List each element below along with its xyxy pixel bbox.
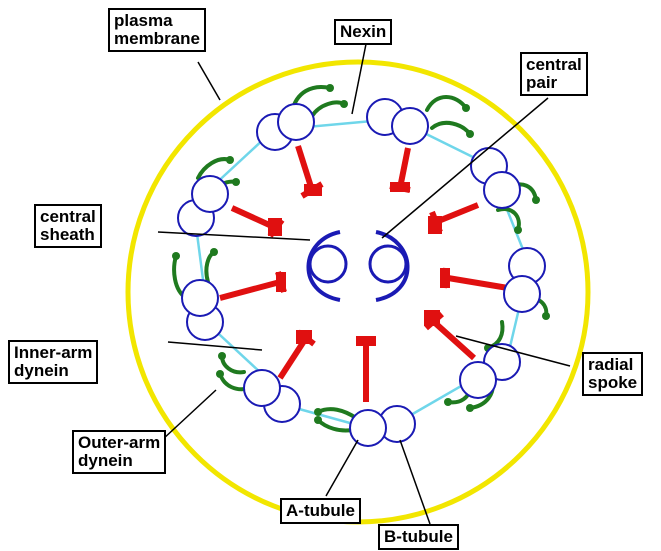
label-radial-spoke: radial spoke <box>582 352 643 396</box>
label-central-sheath: central sheath <box>34 204 102 248</box>
radial-spokes <box>220 146 508 402</box>
b-tubule <box>392 108 428 144</box>
b-tubule <box>484 172 520 208</box>
central-sheath <box>308 232 407 300</box>
b-tubule <box>350 410 386 446</box>
b-tubule <box>192 176 228 212</box>
b-tubule <box>278 104 314 140</box>
label-a-tubule: A-tubule <box>280 498 361 524</box>
microtubule-doublets <box>178 99 545 446</box>
b-tubule <box>244 370 280 406</box>
label-nexin: Nexin <box>334 19 392 45</box>
label-inner-arm-dynein: Inner-arm dynein <box>8 340 98 384</box>
b-tubule <box>460 362 496 398</box>
label-outer-arm-dynein: Outer-arm dynein <box>72 430 166 474</box>
radial-spoke-heads <box>268 182 450 346</box>
label-central-pair: central pair <box>520 52 588 96</box>
central-pair <box>310 246 406 282</box>
b-tubule <box>504 276 540 312</box>
label-plasma-membrane: plasma membrane <box>108 8 206 52</box>
label-b-tubule: B-tubule <box>378 524 459 550</box>
b-tubule <box>182 280 218 316</box>
